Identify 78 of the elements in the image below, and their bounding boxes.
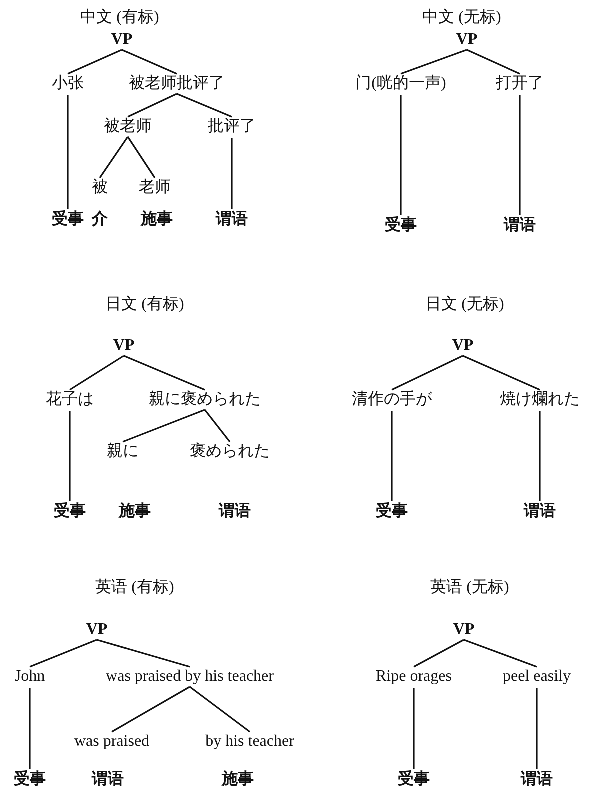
role-label: 介	[92, 211, 108, 229]
tree-branch	[464, 639, 538, 668]
tree-branch	[536, 688, 538, 769]
tree-branch	[519, 95, 521, 215]
phrase-label: John	[14, 668, 46, 686]
phrase-label: 花子は	[46, 391, 94, 409]
category-label: VP	[111, 31, 133, 49]
panel-title: 中文 (无标)	[422, 9, 502, 27]
role-label: 受事	[14, 771, 46, 789]
role-label: 受事	[54, 503, 86, 521]
tree-branch	[96, 639, 190, 668]
role-label: 谓语	[524, 503, 556, 521]
role-label: 施事	[141, 211, 173, 229]
tree-branch	[539, 411, 541, 501]
phrase-label: was praised by his teacher	[106, 668, 274, 686]
role-label: 受事	[52, 211, 84, 229]
phrase-label: 打开了	[496, 75, 544, 93]
phrase-label: 被老师	[104, 118, 152, 136]
tree-branch	[68, 49, 122, 75]
phrase-label: 门(咣的一声)	[356, 75, 446, 93]
category-label: VP	[86, 621, 108, 639]
phrase-label: 褒められた	[190, 443, 270, 461]
tree-branch	[67, 95, 69, 209]
role-label: 谓语	[219, 503, 251, 521]
tree-branch	[112, 686, 190, 733]
panel-title: 日文 (无标)	[426, 296, 504, 314]
tree-branch	[400, 49, 468, 75]
category-label: VP	[113, 337, 135, 355]
category-label: VP	[456, 31, 478, 49]
role-label: 受事	[398, 771, 430, 789]
tree-branch	[99, 136, 129, 178]
tree-branch	[122, 49, 178, 75]
tree-branch	[176, 93, 232, 118]
phrase-label: 清作の手が	[352, 391, 432, 409]
tree-branch	[231, 138, 233, 209]
role-label: 受事	[376, 503, 408, 521]
tree-branch	[30, 639, 98, 668]
tree-branch	[69, 411, 71, 501]
phrase-label: 親に褒められた	[149, 391, 261, 409]
role-label: 谓语	[504, 217, 536, 235]
tree-branch	[127, 136, 156, 178]
panel-title: 英语 (无标)	[430, 579, 510, 597]
tree-branch	[122, 409, 206, 443]
phrase-label: 小张	[52, 75, 84, 93]
tree-branch	[70, 355, 124, 391]
category-label: VP	[452, 337, 474, 355]
tree-branch	[124, 355, 206, 391]
tree-branch	[413, 688, 415, 769]
panel-title: 中文 (有标)	[80, 9, 160, 27]
category-label: VP	[453, 621, 475, 639]
phrase-label: 被	[92, 179, 108, 197]
phrase-label: 老师	[139, 179, 171, 197]
role-label: 谓语	[216, 211, 248, 229]
role-label: 谓语	[521, 771, 553, 789]
role-label: 谓语	[92, 771, 124, 789]
phrase-label: 焼け爛れた	[500, 391, 580, 409]
role-label: 受事	[385, 217, 417, 235]
phrase-label: was praised	[74, 733, 150, 751]
tree-branch	[400, 95, 402, 215]
tree-branch	[29, 688, 31, 769]
phrase-label: peel easily	[503, 668, 571, 686]
tree-branch	[391, 411, 393, 501]
phrase-label: Ripe orages	[376, 668, 452, 686]
tree-branch	[204, 410, 231, 442]
panel-title: 日文 (有标)	[106, 296, 184, 314]
phrase-label: 批评了	[208, 118, 256, 136]
phrase-label: 親に	[107, 443, 139, 461]
phrase-label: 被老师批评了	[129, 75, 225, 93]
tree-branch	[414, 639, 464, 668]
role-label: 施事	[222, 771, 254, 789]
tree-branch	[466, 49, 520, 75]
tree-branch	[128, 93, 178, 118]
tree-branch	[190, 686, 250, 733]
role-label: 施事	[119, 503, 151, 521]
panel-title: 英语 (有标)	[96, 579, 174, 597]
phrase-label: by his teacher	[206, 733, 294, 751]
tree-branch	[392, 355, 464, 391]
tree-branch	[462, 355, 540, 391]
